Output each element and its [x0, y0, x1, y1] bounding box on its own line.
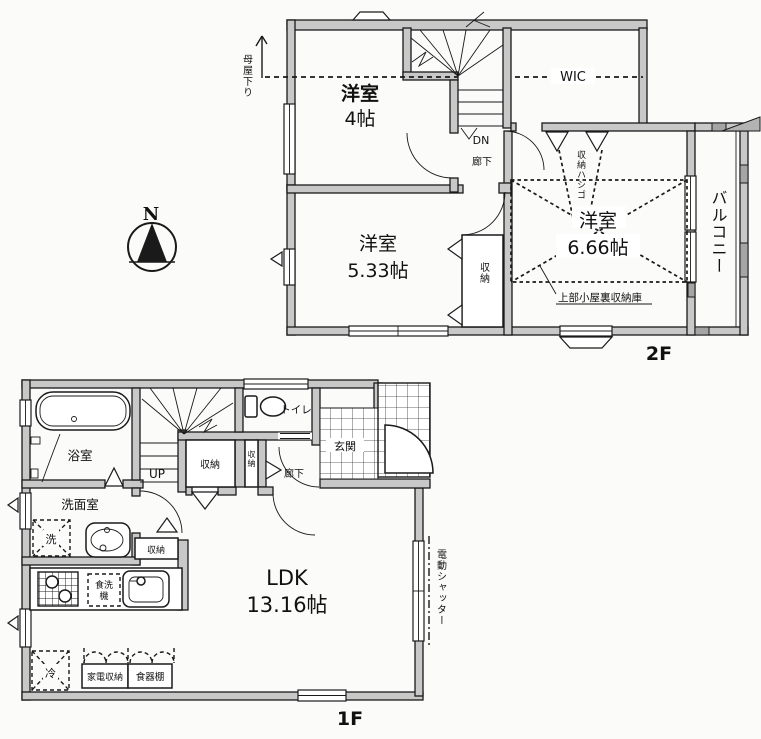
shutter-mark-icon — [6, 496, 19, 514]
roof-vent-icon — [351, 11, 392, 21]
cupboard-label: 食器棚 — [136, 671, 165, 683]
entrance-area: 玄関 — [319, 382, 434, 480]
kitchen-sink-icon — [122, 570, 170, 608]
room-2f-east-name: 洋室 — [579, 210, 617, 232]
stairs-up-label: UP — [149, 467, 165, 481]
dishwasher-label-1: 食洗 — [95, 579, 113, 591]
moya-kudari-mark: 母屋下り — [241, 35, 458, 98]
room-2f-east-size: 6.66帖 — [567, 237, 628, 259]
electric-shutter: 電動シャッター — [428, 536, 447, 646]
ldk-name-label: LDK — [266, 566, 309, 590]
hall-closet-label: 収納 — [200, 458, 220, 471]
closet-2f-label: 収納 — [478, 262, 490, 284]
floor-1f-label: 1F — [337, 708, 363, 730]
bathroom: 浴室 — [30, 391, 131, 487]
fridge-label: 冷 — [45, 667, 56, 680]
washroom-closet-label: 収納 — [147, 544, 165, 556]
bath-door-mark — [104, 466, 124, 487]
floor-plan-2f: バルコニー DN — [241, 11, 761, 365]
room-2f-west-size: 4帖 — [344, 108, 375, 130]
doors-2f — [406, 130, 545, 236]
toilet-room: トイレ — [244, 395, 312, 418]
ladder-label: 収納ハシゴ — [575, 149, 586, 200]
stove-icon — [37, 571, 79, 607]
door-arc-room533 — [461, 191, 506, 236]
kitchen-storage: 冷 家電収納 食器棚 — [31, 648, 175, 691]
toilet-label: トイレ — [280, 404, 312, 416]
wic-label: WIC — [560, 70, 586, 85]
compass-north-label: N — [143, 204, 159, 225]
room-2f-west-name: 洋室 — [341, 82, 379, 105]
stairs-2f: DN 廊下 — [410, 29, 504, 168]
balcony-2f: バルコニー — [687, 116, 761, 336]
shutter-mark-icon — [6, 614, 19, 632]
roof-corner-mark — [721, 116, 761, 132]
entrance-hall-door-arc — [278, 446, 320, 488]
stairs-1f: UP — [140, 387, 234, 483]
toilet-tank-icon — [244, 395, 258, 418]
dishwasher-label-2: 機 — [99, 590, 108, 602]
door-arc-wic — [504, 130, 545, 171]
walls-2f — [286, 19, 749, 336]
ldk-size-label: 13.16帖 — [246, 593, 327, 617]
front-door-arc — [384, 424, 434, 474]
attic-note-label: 上部小屋裏収納庫 — [558, 291, 642, 304]
toilet-bowl-icon — [259, 396, 287, 417]
appliance-storage-label: 家電収納 — [87, 671, 123, 683]
stairs-down-label: DN — [473, 134, 490, 147]
washroom-door-arc — [139, 490, 183, 534]
bathroom-label: 浴室 — [67, 448, 92, 463]
hallway-2f-label: 廊下 — [472, 155, 492, 168]
wic-room: WIC — [515, 68, 643, 85]
door-arc-room4 — [406, 132, 453, 179]
hallway-1f-label: 廊下 — [284, 467, 304, 480]
vent-mark-icon — [558, 336, 614, 349]
shutter-mark-icon — [269, 250, 283, 268]
closet-2f: 収納 — [446, 234, 504, 328]
balcony-label: バルコニー — [709, 190, 728, 275]
washroom-label: 洗面室 — [61, 497, 99, 512]
windows-2f — [269, 11, 697, 349]
dishwasher-icon — [87, 573, 121, 607]
fridge-icon — [31, 650, 70, 691]
hall-closet2-label: 収納 — [247, 449, 256, 468]
windows-1f — [6, 378, 425, 702]
hall-closets: 収納 収納 廊下 — [185, 432, 320, 536]
compass-icon: N — [127, 204, 177, 272]
closet-door-mark — [190, 491, 220, 510]
room-2f-south-name: 洋室 — [359, 233, 397, 255]
floor-2f-label: 2F — [646, 343, 672, 365]
ldk-door-arc — [272, 492, 316, 536]
shutter-label: 電動シャッター — [435, 549, 447, 626]
washer-label: 洗 — [46, 533, 57, 546]
moya-kudari-label: 母屋下り — [241, 54, 253, 98]
bathtub-icon — [35, 391, 131, 431]
attic-storage-outline: 上部小屋裏収納庫 — [510, 179, 688, 305]
room-2f-south-size: 5.33帖 — [347, 260, 408, 282]
floor-plan-1f: 玄関 電動シャッター 浴室 — [6, 378, 447, 730]
washroom-door-mark — [155, 516, 179, 533]
washroom: 洗面室 洗 収納 — [32, 490, 183, 560]
closet2-door-mark — [265, 459, 283, 481]
kitchen: 食洗 機 — [29, 567, 183, 611]
entrance-label: 玄関 — [334, 439, 356, 453]
